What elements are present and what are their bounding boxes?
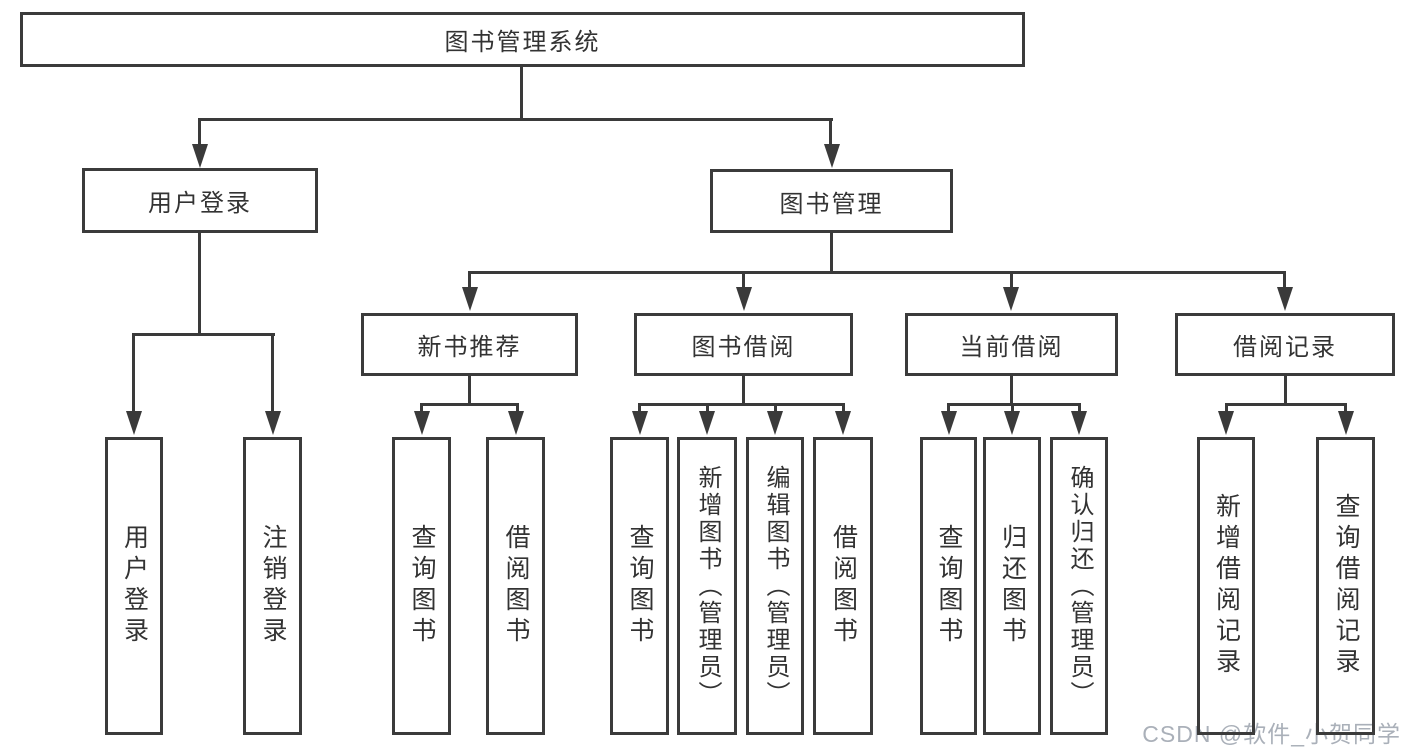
connector-stem bbox=[1283, 271, 1286, 289]
connector-bracket bbox=[198, 118, 833, 121]
connector-stem bbox=[516, 403, 519, 412]
arrow-down-icon bbox=[192, 144, 208, 168]
node-label: 用户登录 bbox=[148, 190, 252, 217]
arrow-down-icon bbox=[126, 411, 142, 435]
leaf-label: 新增借阅记录 bbox=[1212, 493, 1241, 679]
node-book-borrowing: 图书借阅 bbox=[634, 313, 853, 376]
arrow-down-icon bbox=[462, 287, 478, 311]
arrow-down-icon bbox=[1003, 287, 1019, 311]
watermark-text: CSDN @软件_小贺同学 bbox=[1142, 721, 1401, 747]
arrow-down-icon bbox=[767, 411, 783, 435]
leaf-borrow-book-recommend: 借阅图书 bbox=[486, 437, 545, 735]
arrow-down-icon bbox=[1218, 411, 1234, 435]
node-new-book-recommend: 新书推荐 bbox=[361, 313, 578, 376]
leaf-query-book-recommend: 查询图书 bbox=[392, 437, 451, 735]
connector-stem bbox=[829, 118, 832, 148]
connector-trunk bbox=[830, 232, 833, 274]
connector-stem bbox=[947, 403, 950, 412]
arrow-down-icon bbox=[835, 411, 851, 435]
leaf-label: 查询借阅记录 bbox=[1332, 493, 1360, 679]
connector-bracket bbox=[468, 271, 1286, 274]
connector-bracket bbox=[638, 403, 845, 406]
connector-stem bbox=[1010, 271, 1013, 289]
node-label: 当前借阅 bbox=[959, 334, 1064, 361]
arrow-down-icon bbox=[1277, 287, 1293, 311]
connector-stem bbox=[468, 271, 471, 289]
leaf-label: 新增图书（管理员） bbox=[694, 464, 721, 708]
connector-stem bbox=[1225, 403, 1228, 412]
arrow-down-icon bbox=[824, 144, 840, 168]
node-label: 图书借阅 bbox=[691, 334, 796, 361]
connector-trunk bbox=[520, 67, 523, 120]
leaf-confirm-return-admin: 确认归还（管理员） bbox=[1050, 437, 1108, 735]
node-label: 图书管理系统 bbox=[444, 29, 601, 56]
leaf-label: 归还图书 bbox=[998, 524, 1027, 648]
arrow-down-icon bbox=[414, 411, 430, 435]
connector-trunk bbox=[1284, 375, 1287, 406]
connector-stem bbox=[198, 118, 201, 148]
arrow-down-icon bbox=[736, 287, 752, 311]
arrow-down-icon bbox=[699, 411, 715, 435]
connector-stem bbox=[742, 271, 745, 289]
leaf-label: 注销登录 bbox=[259, 524, 287, 648]
connector-trunk bbox=[1010, 375, 1013, 406]
arrow-down-icon bbox=[1004, 411, 1020, 435]
leaf-add-borrow-record: 新增借阅记录 bbox=[1197, 437, 1255, 735]
node-borrowing-records: 借阅记录 bbox=[1175, 313, 1395, 376]
node-library-management-system: 图书管理系统 bbox=[20, 12, 1025, 67]
arrow-down-icon bbox=[1071, 411, 1087, 435]
connector-stem bbox=[1078, 403, 1081, 412]
connector-bracket bbox=[420, 403, 519, 406]
leaf-label: 确认归还（管理员） bbox=[1066, 464, 1093, 708]
node-label: 图书管理 bbox=[779, 190, 884, 218]
leaf-query-borrow-record: 查询借阅记录 bbox=[1316, 437, 1375, 735]
connector-stem bbox=[132, 333, 135, 412]
leaf-label: 查询图书 bbox=[935, 524, 963, 648]
node-label: 借阅记录 bbox=[1233, 334, 1337, 361]
connector-stem bbox=[1011, 403, 1014, 412]
connector-stem bbox=[420, 403, 423, 412]
node-current-borrowing: 当前借阅 bbox=[905, 313, 1118, 376]
arrow-down-icon bbox=[632, 411, 648, 435]
leaf-label: 编辑图书（管理员） bbox=[762, 464, 789, 708]
connector-trunk bbox=[198, 232, 201, 336]
leaf-label: 借阅图书 bbox=[502, 524, 530, 648]
connector-trunk bbox=[468, 375, 471, 406]
leaf-logout-login: 注销登录 bbox=[243, 437, 302, 735]
arrow-down-icon bbox=[1338, 411, 1354, 435]
node-user-login: 用户登录 bbox=[82, 168, 318, 233]
leaf-query-book-current: 查询图书 bbox=[920, 437, 977, 735]
connector-bracket bbox=[947, 403, 1081, 406]
leaf-label: 查询图书 bbox=[408, 524, 436, 648]
connector-stem bbox=[706, 403, 709, 412]
node-book-management: 图书管理 bbox=[710, 169, 953, 233]
leaf-edit-book-admin: 编辑图书（管理员） bbox=[746, 437, 804, 735]
connector-trunk bbox=[742, 375, 745, 406]
connector-stem bbox=[271, 333, 274, 412]
leaf-borrow-book-borrowing: 借阅图书 bbox=[813, 437, 873, 735]
arrow-down-icon bbox=[508, 411, 524, 435]
leaf-user-login: 用户登录 bbox=[105, 437, 163, 735]
connector-bracket bbox=[1225, 403, 1347, 406]
leaf-label: 查询图书 bbox=[626, 524, 654, 648]
leaf-label: 借阅图书 bbox=[829, 524, 858, 648]
connector-stem bbox=[638, 403, 641, 412]
connector-stem bbox=[842, 403, 845, 412]
arrow-down-icon bbox=[941, 411, 957, 435]
node-label: 新书推荐 bbox=[417, 334, 522, 361]
leaf-query-book-borrowing: 查询图书 bbox=[610, 437, 669, 735]
connector-stem bbox=[774, 403, 777, 412]
leaf-add-book-admin: 新增图书（管理员） bbox=[677, 437, 737, 735]
connector-bracket bbox=[132, 333, 275, 336]
connector-stem bbox=[1344, 403, 1347, 412]
arrow-down-icon bbox=[265, 411, 281, 435]
leaf-return-book: 归还图书 bbox=[983, 437, 1041, 735]
leaf-label: 用户登录 bbox=[120, 524, 149, 648]
